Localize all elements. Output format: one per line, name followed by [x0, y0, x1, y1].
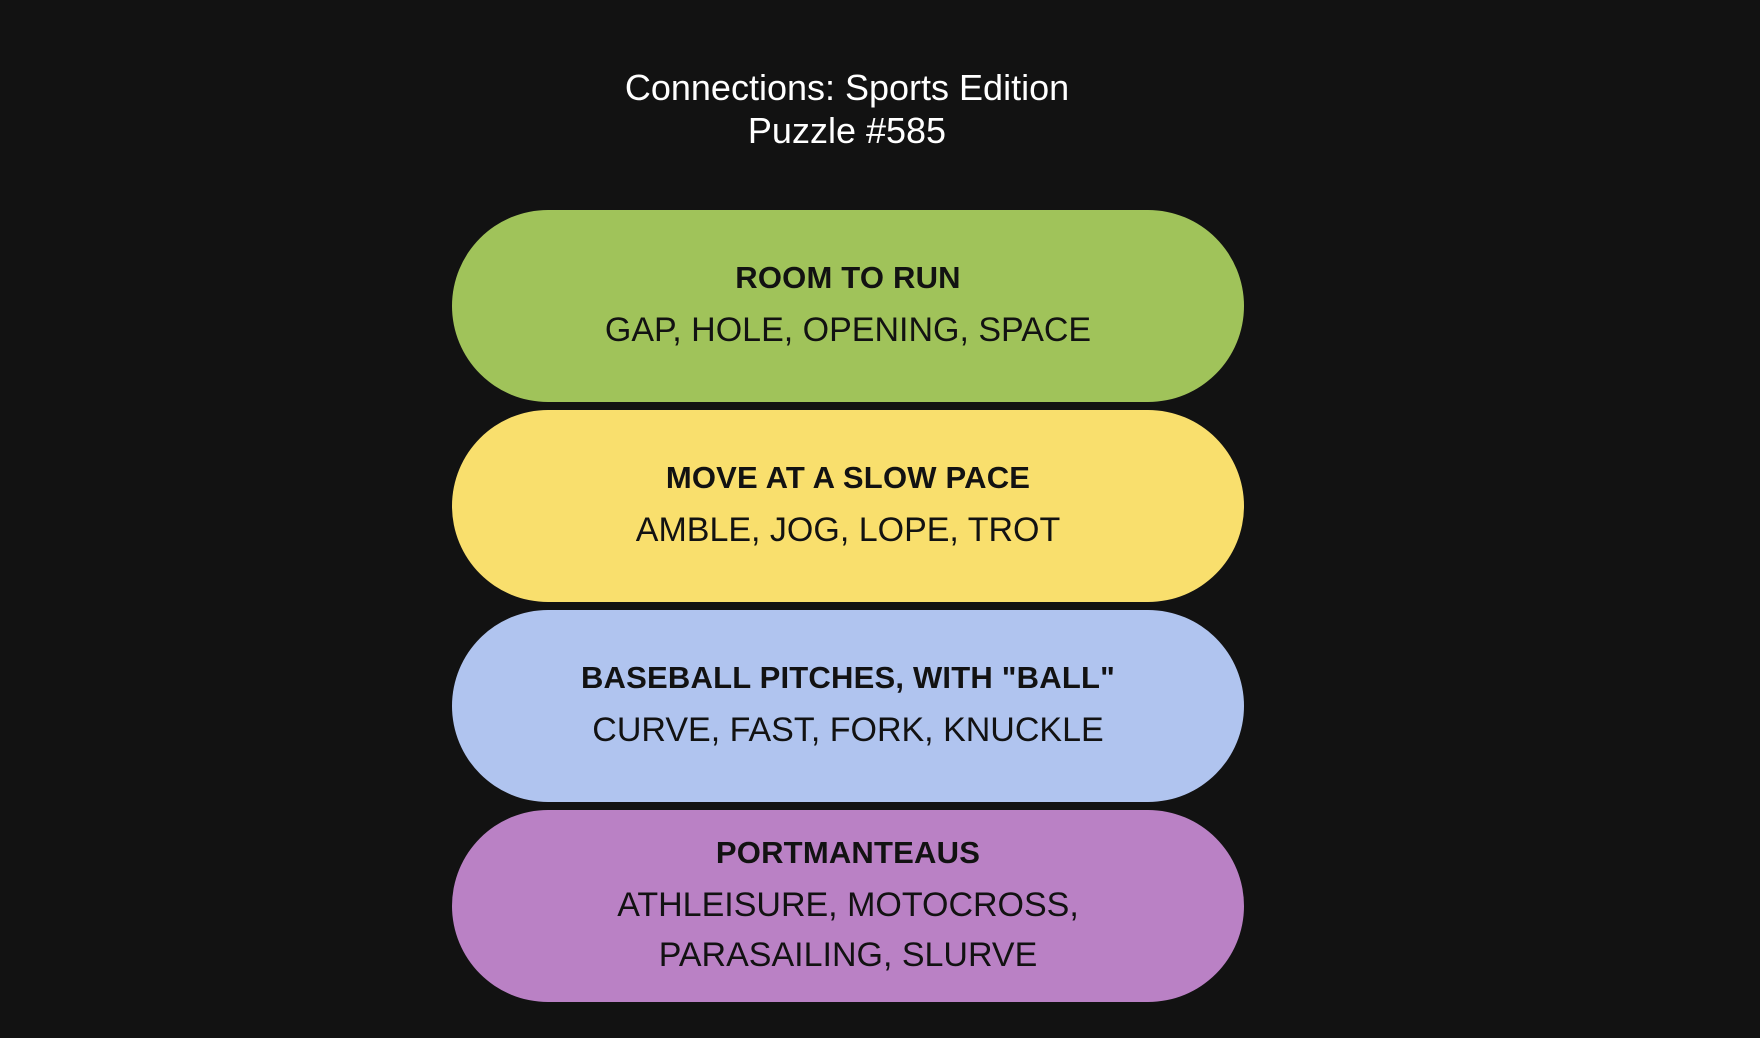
puzzle-number: Puzzle #585 — [747, 110, 947, 151]
solved-groups: ROOM TO RUN GAP, HOLE, OPENING, SPACE MO… — [452, 210, 1244, 1010]
group-category: ROOM TO RUN — [735, 259, 961, 295]
group-category: PORTMANTEAUS — [715, 834, 981, 870]
group-card-yellow: MOVE AT A SLOW PACE AMBLE, JOG, LOPE, TR… — [452, 410, 1244, 602]
group-words: CURVE, FAST, FORK, KNUCKLE — [592, 710, 1104, 749]
group-words: ATHLEISURE, MOTOCROSS, PARASAILING, SLUR… — [617, 885, 1079, 974]
puzzle-header: Connections: Sports Edition Puzzle #585 — [0, 66, 1694, 152]
group-card-blue: BASEBALL PITCHES, WITH "BALL" CURVE, FAS… — [452, 610, 1244, 802]
group-card-green: ROOM TO RUN GAP, HOLE, OPENING, SPACE — [452, 210, 1244, 402]
group-words: AMBLE, JOG, LOPE, TROT — [635, 510, 1061, 549]
group-category: BASEBALL PITCHES, WITH "BALL" — [580, 659, 1116, 695]
group-words: GAP, HOLE, OPENING, SPACE — [604, 310, 1092, 349]
group-card-purple: PORTMANTEAUS ATHLEISURE, MOTOCROSS, PARA… — [452, 810, 1244, 1002]
game-title: Connections: Sports Edition — [624, 67, 1070, 108]
group-category: MOVE AT A SLOW PACE — [665, 459, 1031, 495]
